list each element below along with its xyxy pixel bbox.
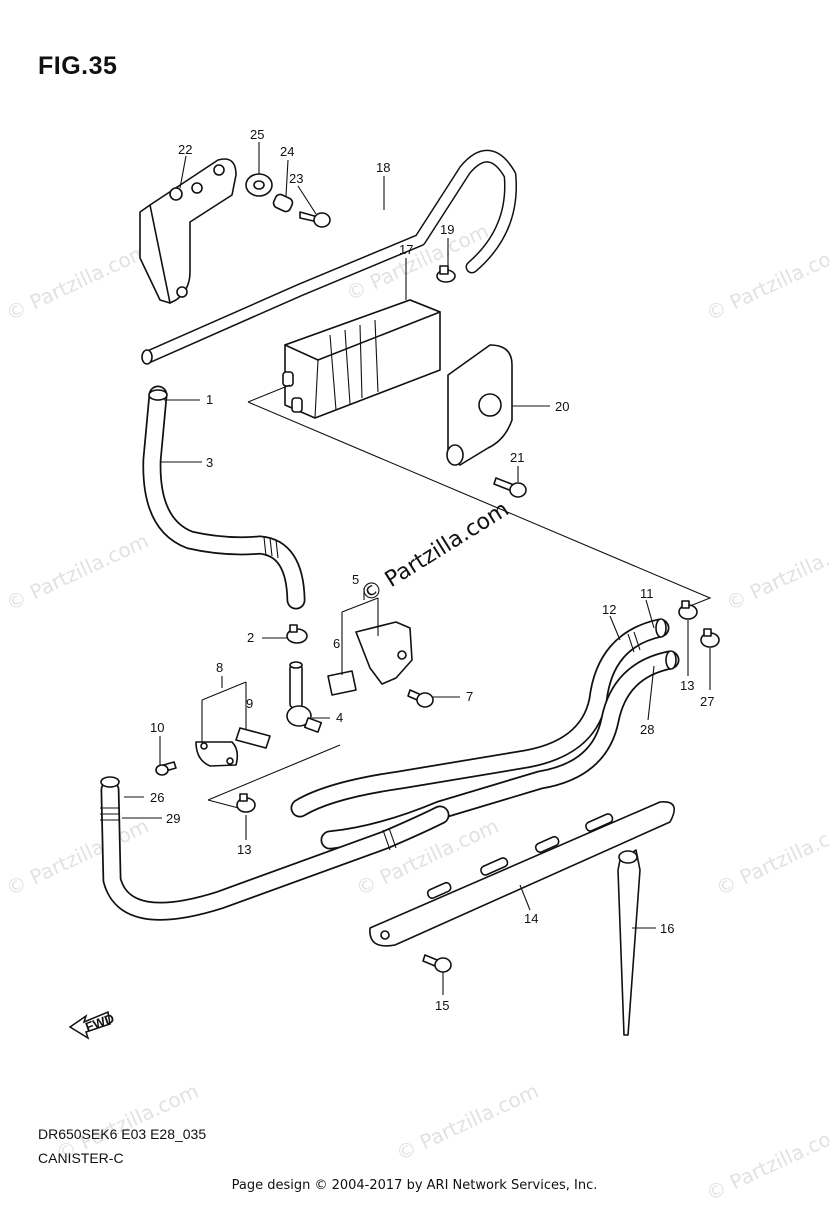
part-14-plate: [369, 801, 676, 947]
callout-16: 16: [660, 921, 674, 936]
part-4-joint: [286, 661, 323, 733]
callout-19: 19: [440, 222, 454, 237]
callout-13-upper: 13: [680, 678, 694, 693]
part-22-bracket: [139, 158, 237, 304]
callout-23: 23: [289, 171, 303, 186]
leader-lines: [122, 142, 711, 995]
part-29-hose: [100, 776, 450, 921]
part-8-clamp: [195, 741, 239, 767]
callout-10: 10: [150, 720, 164, 735]
callout-24: 24: [280, 144, 294, 159]
part-10-bolt: [155, 761, 177, 776]
callout-27: 27: [700, 694, 714, 709]
part-3-hose: [142, 385, 306, 610]
callout-2: 2: [247, 630, 254, 645]
callout-22: 22: [178, 142, 192, 157]
model-code: DR650SEK6 E03 E28_035: [38, 1126, 207, 1142]
callout-21: 21: [510, 450, 524, 465]
callout-12: 12: [602, 602, 616, 617]
part-21-bolt: [493, 477, 527, 498]
callout-25: 25: [250, 127, 264, 142]
callout-28: 28: [640, 722, 654, 737]
part-7-bolt: [407, 689, 434, 708]
part-27-clamp: [700, 628, 720, 648]
footer-copyright: Page design © 2004-2017 by ARI Network S…: [231, 1178, 598, 1193]
callout-18: 18: [376, 160, 390, 175]
part-15-bolt: [422, 954, 452, 973]
part-24-collar: [272, 193, 294, 213]
callout-15: 15: [435, 998, 449, 1013]
callout-11: 11: [640, 586, 654, 601]
part-23-bolt: [299, 211, 331, 228]
callout-1: 1: [206, 392, 213, 407]
part-9-cushion: [235, 727, 271, 749]
part-19-clamp: [436, 265, 456, 283]
callout-labels: 1 3 2 4 5 6 7 8 9 10 11 12 13 13 14 15 1…: [150, 127, 714, 1013]
part-18-hose: [141, 149, 518, 365]
part-13-clamp-lower: [236, 793, 256, 813]
part-28-hose: [320, 650, 680, 850]
callout-29: 29: [166, 811, 180, 826]
part-16-cable-tie: [617, 849, 641, 1036]
part-5-bracket: [355, 621, 413, 685]
part-13-clamp: [678, 600, 698, 620]
figure-title: FIG.35: [38, 52, 118, 80]
callout-6: 6: [333, 636, 340, 651]
callout-17: 17: [399, 242, 413, 257]
callout-5: 5: [352, 572, 359, 587]
part-2-clamp: [286, 624, 308, 644]
callout-13-lower: 13: [237, 842, 251, 857]
part-17-canister: [282, 299, 441, 419]
callout-26: 26: [150, 790, 164, 805]
callout-4: 4: [336, 710, 343, 725]
callout-7: 7: [466, 689, 473, 704]
callout-9: 9: [246, 696, 253, 711]
callout-8: 8: [216, 660, 223, 675]
fwd-label: FWD: [83, 1010, 116, 1034]
fwd-arrow-icon: FWD: [68, 1010, 116, 1040]
part-20-bracket: [446, 344, 513, 466]
callout-3: 3: [206, 455, 213, 470]
part-6-cushion: [327, 670, 357, 696]
part-25-grommet: [245, 173, 273, 197]
callout-20: 20: [555, 399, 569, 414]
section-name: CANISTER-C: [38, 1150, 124, 1166]
part-12-hose: [290, 618, 670, 818]
callout-14: 14: [524, 911, 538, 926]
